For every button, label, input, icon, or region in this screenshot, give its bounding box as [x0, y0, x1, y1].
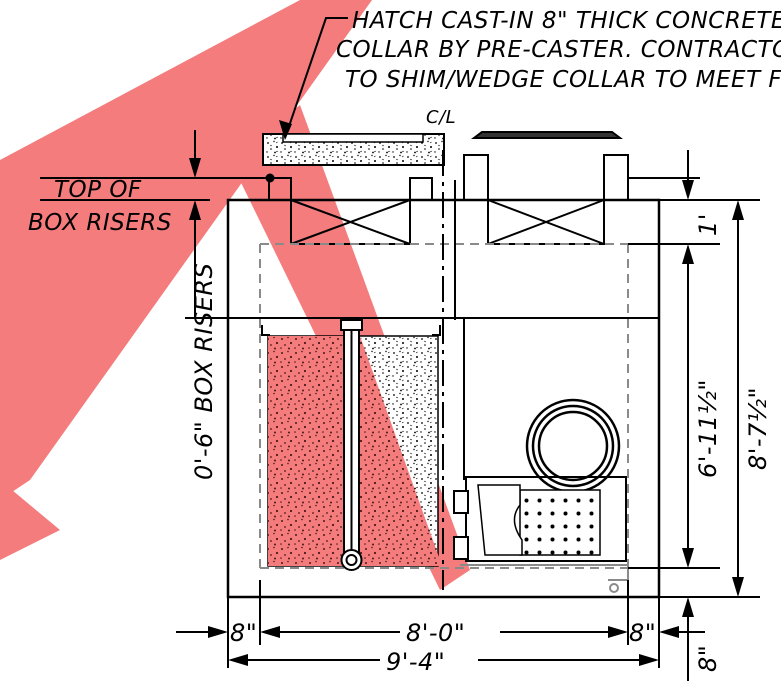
- dim-base-thickness: 8": [694, 645, 722, 672]
- centerline-label: C/L: [426, 107, 456, 128]
- interior-walls: [228, 317, 659, 480]
- riser-pipe: [340, 319, 363, 571]
- bottom-dims: [176, 580, 705, 668]
- hatch-leader-arrow: [279, 120, 292, 140]
- hatch-note-line1: HATCH CAST-IN 8" THICK CONCRETE: [352, 8, 781, 34]
- hatch-note-line3: TO SHIM/WEDGE COLLAR TO MEET FG: [345, 67, 781, 93]
- top-of-box-label-line2: BOX RISERS: [28, 210, 172, 236]
- riser-slab-right: [487, 199, 605, 245]
- dim-inner-width: 8'-0": [406, 619, 465, 647]
- hatch-cover: [282, 133, 424, 143]
- dim-wall-left: 8": [230, 619, 257, 647]
- filter-cartridge-dots: [519, 489, 601, 556]
- right-dims: [628, 150, 760, 681]
- dim-wall-right: 8": [629, 619, 656, 647]
- inlet-couplers: [453, 490, 469, 560]
- box-risers-label: 0'-6" BOX RISERS: [190, 263, 218, 480]
- dim-riser-height: 1': [694, 213, 722, 236]
- bottom-dim-arrows: [208, 626, 679, 666]
- top-of-box-leader: [40, 177, 270, 201]
- box-risers-arrow-top: [189, 158, 201, 178]
- dim-outer-height: 8'-7½": [744, 387, 772, 470]
- filter-cartridge-box: [465, 476, 627, 562]
- top-of-box-label-line1: TOP OF: [54, 177, 142, 203]
- right-dim-arrows: [682, 180, 744, 617]
- hatch-note-line2: COLLAR BY PRE-CASTER. CONTRACTOR: [336, 37, 781, 63]
- filter-cartridge-baffle: [477, 484, 523, 556]
- dim-inner-height: 6'-11½": [694, 379, 722, 478]
- center-line: [442, 150, 456, 590]
- top-of-box-marker: [265, 173, 275, 183]
- box-risers-arrow-bottom: [189, 200, 201, 220]
- base-support: [460, 564, 629, 593]
- hatch-leader: [284, 17, 348, 139]
- dim-outer-width: 9'-4": [386, 648, 445, 676]
- watermark-left-stroke: [0, 480, 60, 560]
- outlet-pipe: [525, 398, 621, 494]
- right-hatch-plate: [471, 131, 623, 139]
